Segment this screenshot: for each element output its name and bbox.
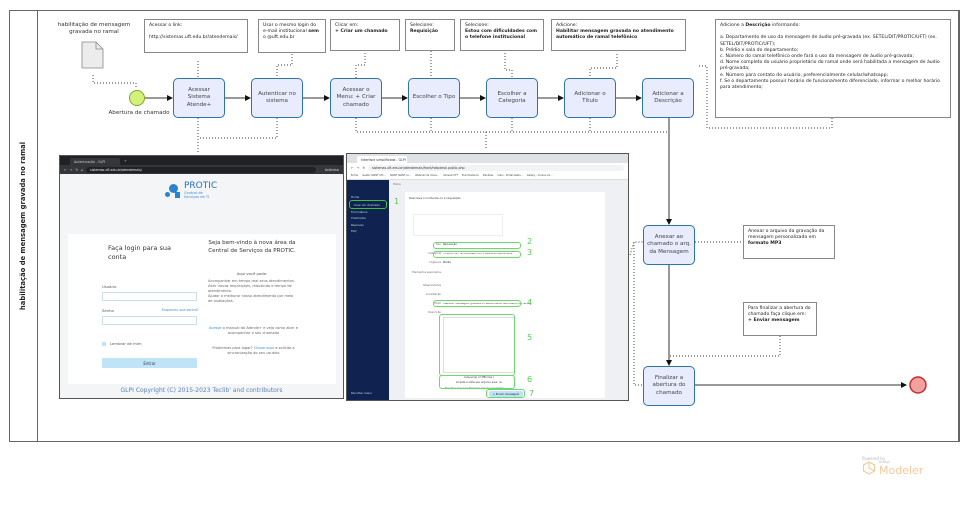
login-screenshot: Autenticação - GLPI + ←→↻⌂ sistemas.uft.e… <box>59 155 344 399</box>
lane-label: habilitação de mensagem gravada no ramal <box>19 141 27 311</box>
step-number: 1 <box>394 197 400 206</box>
url-bar[interactable]: sistemas.uft.edu.br/atendemais/front/hel… <box>368 164 624 171</box>
bookmark[interactable]: Planilhas <box>482 174 494 177</box>
forward-icon[interactable]: → <box>356 165 360 170</box>
manual-link[interactable]: Acesse <box>208 326 222 330</box>
highlight-enviar <box>486 389 525 398</box>
browser-tab[interactable]: Interface simplificada - GLPI <box>357 156 407 163</box>
welcome-bullet: Acompanhar em tempo real seus atendiment… <box>208 279 295 283</box>
protic-logo-icon <box>165 183 181 198</box>
highlight-tipo <box>433 242 521 249</box>
welcome-list: Acompanhar em tempo real seus atendiment… <box>208 279 298 304</box>
reload-icon[interactable]: ↻ <box>75 167 79 172</box>
bizagi-logo-icon <box>862 461 876 475</box>
highlight-descricao <box>439 314 515 376</box>
task-autenticar[interactable]: Autenticar no sistema <box>251 78 303 118</box>
welcome-title: Seja bem-vindo à nova área da Central de… <box>208 240 296 254</box>
sidebar-item-formularios[interactable]: Formulários <box>351 209 368 214</box>
task-adicionar-titulo[interactable]: Adicionar o Título <box>564 78 616 118</box>
browser-tab[interactable]: Autenticação - GLPI <box>70 158 120 165</box>
pool <box>9 10 960 442</box>
actors-box <box>413 214 503 236</box>
back-icon[interactable]: ← <box>64 167 67 172</box>
sidebar-item-criar-chamado[interactable]: Criar um chamado <box>349 200 387 209</box>
collapse-menu[interactable]: Recolher menu <box>351 390 373 395</box>
data-object-label: habilitação de mensagem gravada no ramal <box>57 22 131 36</box>
profile-chip[interactable]: Anônimo <box>324 167 339 172</box>
forward-icon[interactable]: → <box>69 167 73 172</box>
bookmark[interactable]: Gallery - Cursos onl... <box>526 174 553 177</box>
note-anexar: Anexar o arquivo da gravação da mensagem… <box>743 225 835 259</box>
step-number: 2 <box>527 237 533 246</box>
sidebar-item-chamados[interactable]: Chamados <box>351 216 366 221</box>
note-titulo: Adicione: Habilitar mensagem gravada no … <box>551 19 686 51</box>
new-tab-icon[interactable]: + <box>124 158 127 163</box>
highlight-categoria <box>433 251 521 258</box>
note-link: Acessar o link: http://sistemas.uft.edu.… <box>144 19 248 53</box>
task-acessar-menu[interactable]: Acessar o Menu: + Criar chamado <box>330 78 382 118</box>
highlight-titulo <box>433 300 521 307</box>
glpi-sidebar: Home Criar um chamado Formulários Chamad… <box>347 180 389 400</box>
note-descricao: Adicione a Descrição informando: a. Depa… <box>715 19 951 118</box>
forgot-password-link[interactable]: Esqueceu sua senha? <box>162 308 199 312</box>
breadcrumb[interactable]: Home <box>393 183 401 186</box>
welcome-bullet: Abrir novas requisições, reduzindo o tem… <box>208 284 292 294</box>
password-input[interactable] <box>102 316 197 325</box>
task-escolher-categoria[interactable]: Escolher a Categoria <box>486 78 538 118</box>
bookmark[interactable]: Intranet UFT <box>443 174 458 177</box>
glpi-footer: GLPI Copyright (C) 2015-2023 Teclib' and… <box>120 387 283 394</box>
bookmark[interactable]: Ensil Distance <box>461 174 479 177</box>
sidebar-item-home[interactable]: Home <box>351 195 360 200</box>
note-login: Usar o mesmo login do e-mail institucion… <box>258 19 326 53</box>
step-number: 7 <box>529 389 535 398</box>
click-here-link[interactable]: Clique aqui <box>253 346 275 350</box>
sidebar-item-reservas[interactable]: Reservas <box>351 222 364 227</box>
welcome-bullet: Ajudar a melhorar nosso atendimento por … <box>208 294 294 304</box>
bizagi-watermark: Powered by bizagi Modeler <box>862 456 924 477</box>
bookmark[interactable]: SGINT SGINT Lo... <box>389 174 412 177</box>
login-title: Faça login para sua conta <box>108 244 171 262</box>
note-categoria: Selecione: Estou com dificuldades com o … <box>460 19 544 51</box>
back-icon[interactable]: ← <box>351 165 354 170</box>
task-anexar-arquivo[interactable]: Anexar ao chamado o arq. da Mensagem <box>643 225 695 265</box>
start-event-label: Abertura de chamado <box>108 110 170 116</box>
home-icon[interactable]: ⌂ <box>81 167 84 172</box>
note-menu: Clicar em: + Criar um chamado <box>330 19 400 51</box>
form-section-title: Descreva o incidente ou a requisição <box>409 196 461 200</box>
step-number: 4 <box>527 298 533 307</box>
form-screenshot: Interface simplificada - GLPI ←→↻ sistem… <box>346 153 629 401</box>
lane-divider <box>37 10 38 442</box>
login-card: Faça login para sua conta Usuário Senha … <box>68 234 336 384</box>
task-adicionar-descricao[interactable]: Adicionar a Descrição <box>642 78 694 118</box>
task-acessar-sistema[interactable]: Acessar Sistema Atende+ <box>173 78 225 118</box>
task-escolher-tipo[interactable]: Escolher o Tipo <box>408 78 460 118</box>
titulo-input[interactable]: Habilitar mensagem gravada no atendiment… <box>443 303 531 305</box>
login-button[interactable]: Entrar <box>102 358 197 368</box>
step-number: 5 <box>527 333 533 342</box>
ticket-form: Descreva o incidente ou a requisição Tip… <box>405 192 605 398</box>
bookmark[interactable]: Webmail da Unive... <box>415 174 440 177</box>
note-finalizar: Para finalizar a abertura do chamado faç… <box>743 302 817 336</box>
step-number: 6 <box>527 375 533 384</box>
sidebar-item-faq[interactable]: FAQ <box>351 229 357 234</box>
reload-icon[interactable]: ↻ <box>362 165 366 170</box>
sidebar-logo <box>347 180 389 194</box>
urgencia-select[interactable]: Média <box>443 261 451 264</box>
protic-logo: PROTIC Central de Serviços de TI <box>165 182 217 199</box>
bookmark[interactable]: Claro - Portal Gesto... <box>497 174 523 177</box>
bookmarks-bar: Entrar Gestor SGINT UFL... SGINT SGINT L… <box>347 172 628 180</box>
note-tipo: Selecione: Requisição <box>405 19 455 51</box>
step-number: 3 <box>527 248 533 257</box>
bookmark[interactable]: Gestor SGINT UFL... <box>362 174 386 177</box>
url-bar[interactable]: sistemas.uft.edu.br/atendemais/ <box>86 166 316 173</box>
tipo-select[interactable]: Requisição <box>443 243 457 246</box>
username-input[interactable] <box>102 292 197 301</box>
task-finalizar[interactable]: Finalizar a abertura do chamado <box>643 366 695 406</box>
remember-checkbox[interactable] <box>102 342 106 346</box>
bookmark[interactable]: Entrar <box>351 174 359 177</box>
categoria-select[interactable]: » Estou com dificuldades com o telefone … <box>443 253 513 255</box>
send-message-button[interactable]: + Enviar mensagem <box>489 391 523 397</box>
highlight-anexo <box>439 375 515 389</box>
